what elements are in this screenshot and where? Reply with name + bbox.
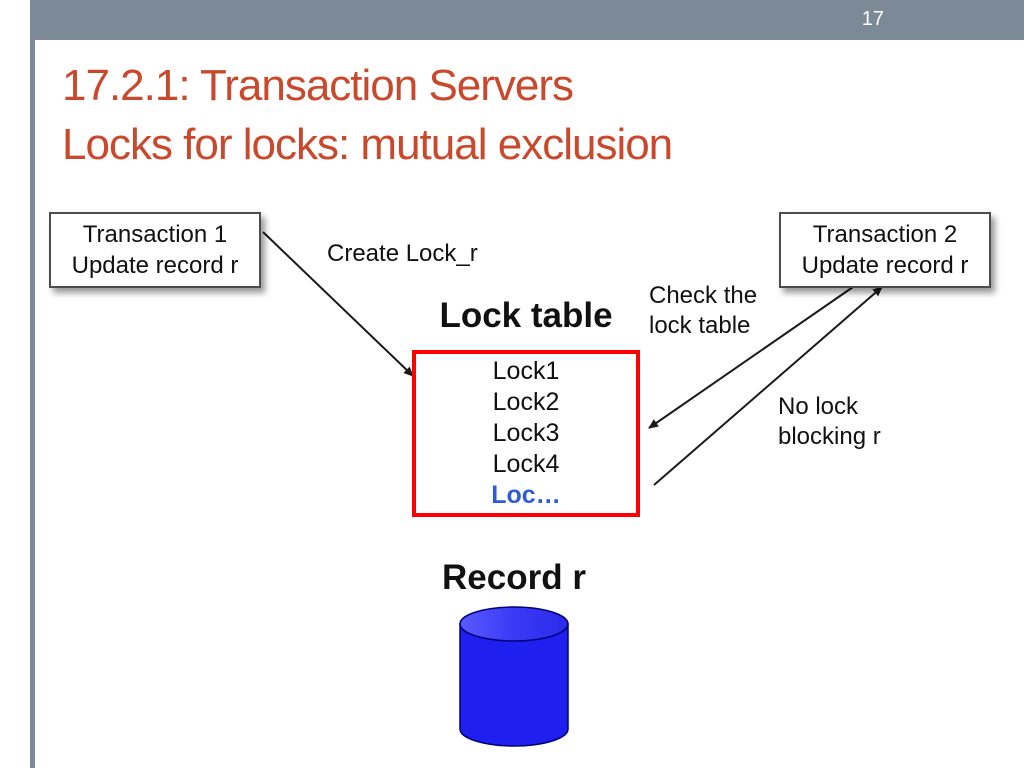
- lock-item: Lock4: [492, 450, 560, 478]
- no-lock-line-1: No lock: [778, 393, 859, 420]
- check-lock-table-label: Check the lock table: [649, 281, 757, 341]
- slide-title: 17.2.1: Transaction Servers Locks for lo…: [62, 56, 673, 174]
- no-lock-label: No lock blocking r: [778, 392, 881, 452]
- lock-table-box: Lock1 Lock2 Lock3 Lock4 Loc…: [412, 350, 640, 517]
- create-lock-label: Create Lock_r: [327, 240, 478, 267]
- lock-item: Lock1: [492, 357, 560, 385]
- record-label: Record r: [442, 558, 586, 597]
- cylinder-top: [459, 606, 569, 642]
- title-line-1: 17.2.1: Transaction Servers: [62, 61, 574, 110]
- lock-item-partial: Loc…: [491, 481, 561, 509]
- transaction2-title: Transaction 2: [812, 221, 958, 248]
- check-label-line-2: lock table: [649, 312, 751, 339]
- database-cylinder-icon: [459, 606, 569, 747]
- left-accent-rule: [30, 0, 35, 768]
- no-lock-line-2: blocking r: [778, 423, 881, 450]
- lock-table-title: Lock table: [439, 296, 613, 335]
- transaction2-subtitle: Update record r: [801, 252, 969, 279]
- check-label-line-1: Check the: [649, 282, 758, 309]
- title-line-2: Locks for locks: mutual exclusion: [62, 120, 673, 169]
- top-banner: 17: [30, 0, 1024, 40]
- lock-item: Lock3: [492, 419, 560, 447]
- page-number: 17: [861, 8, 884, 30]
- cylinder-body: [459, 623, 569, 747]
- lock-item: Lock2: [492, 388, 560, 416]
- transaction1-subtitle: Update record r: [71, 252, 239, 279]
- transaction1-title: Transaction 1: [82, 221, 228, 248]
- transaction2-box: Transaction 2 Update record r: [779, 212, 991, 288]
- transaction1-box: Transaction 1 Update record r: [49, 212, 261, 288]
